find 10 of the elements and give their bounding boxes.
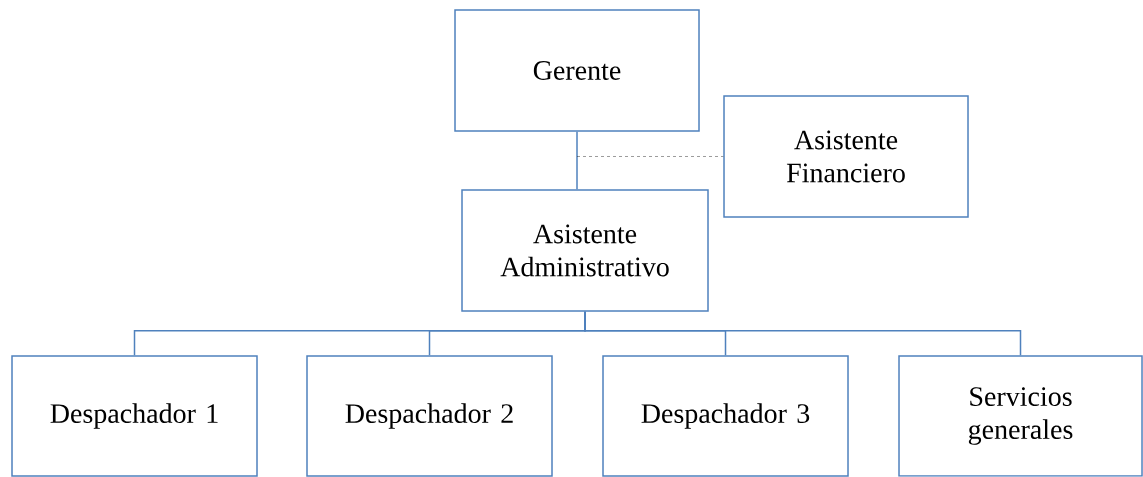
org-box: Despachador 3 xyxy=(602,355,849,477)
org-box: Asistente Administrativo xyxy=(461,189,709,312)
org-box: Asistente Financiero xyxy=(723,95,969,218)
org-box: Despachador 2 xyxy=(306,355,553,477)
connector-line xyxy=(584,311,1022,356)
org-box: Gerente xyxy=(454,9,700,132)
connector-line xyxy=(576,156,724,157)
connector-line xyxy=(576,131,578,190)
org-box: Despachador 1 xyxy=(11,355,258,477)
org-box: Servicios generales xyxy=(898,355,1143,477)
